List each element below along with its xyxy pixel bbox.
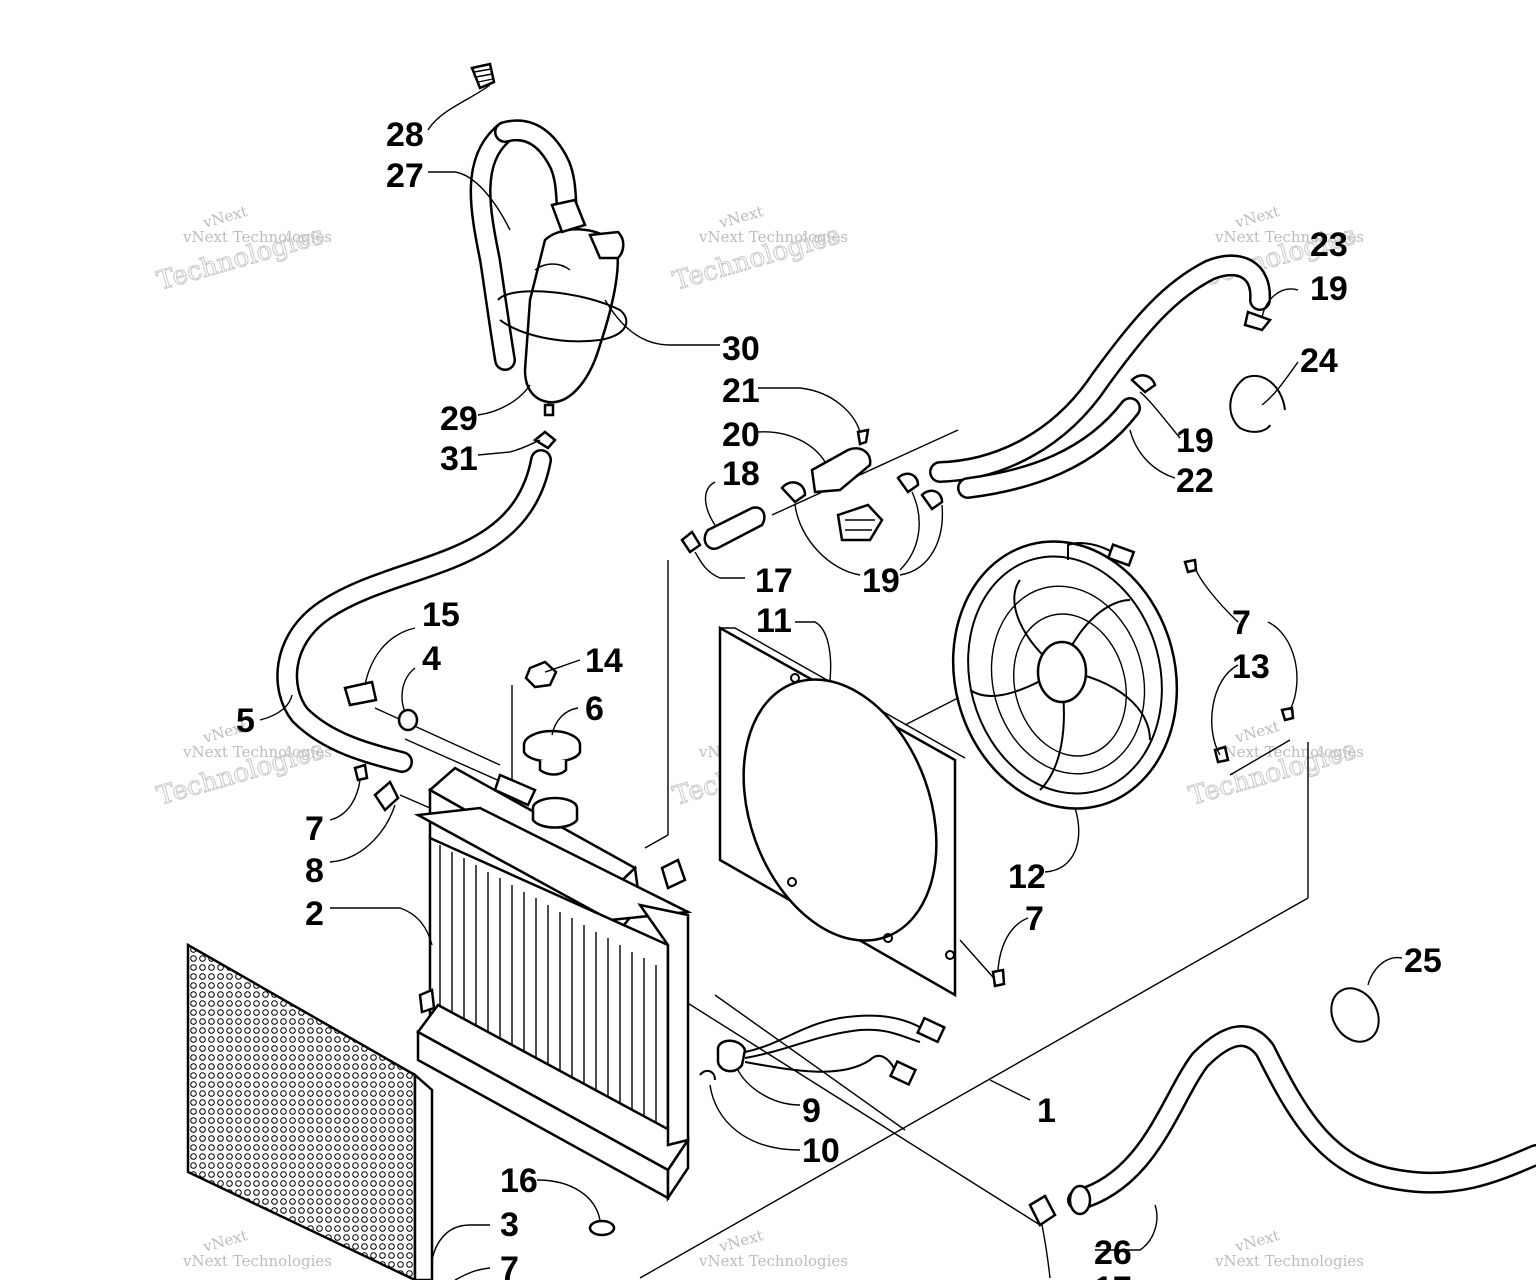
watermark: vNext vNext Technologies Technologies xyxy=(669,202,848,297)
label-7-fan: 7 xyxy=(1232,604,1251,642)
thermostat-icon xyxy=(836,503,884,542)
label-6: 6 xyxy=(585,690,604,728)
radiator-screen xyxy=(186,942,434,1280)
coolant-reservoir-assembly xyxy=(276,62,628,773)
hose-clamp-icon xyxy=(1243,310,1273,332)
label-21: 21 xyxy=(722,372,760,410)
label-19-middle: 19 xyxy=(1176,422,1214,460)
hose-clamp-icon xyxy=(1130,374,1157,394)
hose-clamp-icon xyxy=(920,489,944,511)
callout-leaders xyxy=(259,84,1403,1280)
reservoir-cap-icon xyxy=(470,62,496,90)
label-20: 20 xyxy=(722,416,760,454)
bolt-icon xyxy=(353,763,369,782)
fan-shroud xyxy=(718,625,966,998)
label-18: 18 xyxy=(722,455,760,493)
label-29: 29 xyxy=(440,400,478,438)
watermark-line2: vNext Technologies xyxy=(182,743,332,761)
bolt-icon xyxy=(1280,706,1295,722)
bolt-icon xyxy=(343,680,378,707)
label-16: 16 xyxy=(500,1162,538,1200)
hose-clamp-icon xyxy=(532,430,557,450)
watermark-line2: vNext Technologies xyxy=(182,1252,332,1270)
label-19-lower: 19 xyxy=(862,562,900,600)
watermark-line2: vNext Technologies xyxy=(1214,228,1364,246)
lower-hose xyxy=(1028,987,1536,1227)
watermark-line2: vNext Technologies xyxy=(182,228,332,246)
label-4: 4 xyxy=(422,640,441,678)
label-5: 5 xyxy=(236,702,255,740)
label-15: 15 xyxy=(422,596,460,634)
hose-clamp-icon xyxy=(680,530,702,554)
temperature-sensor xyxy=(699,1014,947,1087)
drain-plug-icon xyxy=(588,1219,616,1237)
bolt-icon xyxy=(856,428,870,446)
label-17-lower: 17 xyxy=(1094,1270,1132,1280)
upper-hoses xyxy=(929,254,1286,499)
label-19-upper: 19 xyxy=(1310,270,1348,308)
label-22: 22 xyxy=(1176,462,1214,500)
bracket-icon xyxy=(373,780,400,812)
label-3: 3 xyxy=(500,1206,519,1244)
label-30: 30 xyxy=(722,330,760,368)
bolt-icon xyxy=(1183,558,1198,574)
radiator-core-icon xyxy=(439,845,657,1156)
reservoir-tank-icon xyxy=(523,198,625,417)
radiator-cap-icon xyxy=(522,729,582,776)
label-27: 27 xyxy=(386,157,424,195)
watermark-line2: vNext Technologies xyxy=(1214,1252,1364,1270)
label-7-bracket: 7 xyxy=(305,810,324,848)
part-labels: 28 27 30 29 31 23 19 24 21 20 19 22 18 1… xyxy=(236,116,1442,1280)
label-11: 11 xyxy=(756,602,792,640)
label-26: 26 xyxy=(1094,1234,1132,1272)
watermark-line2: vNext Technologies xyxy=(698,228,848,246)
hose-clamp-icon xyxy=(780,481,807,504)
hose-clamp-icon xyxy=(1028,1194,1057,1227)
nut-icon xyxy=(524,660,558,689)
label-9: 9 xyxy=(802,1092,821,1130)
thermostat-assembly xyxy=(680,428,959,554)
connector-icon xyxy=(915,1016,947,1044)
radiator xyxy=(343,660,693,1237)
label-31: 31 xyxy=(440,440,478,478)
band-clamp-icon xyxy=(1229,377,1271,433)
label-7-shroud: 7 xyxy=(1025,900,1044,938)
label-24: 24 xyxy=(1300,342,1338,380)
label-28: 28 xyxy=(386,116,424,154)
fan-connector-icon xyxy=(1106,543,1136,567)
label-2: 2 xyxy=(305,895,324,933)
watermark: vNext vNext Technologies xyxy=(182,1226,332,1270)
o-ring-icon xyxy=(699,1069,716,1081)
label-10: 10 xyxy=(802,1132,840,1170)
label-23: 23 xyxy=(1310,226,1348,264)
watermark-line2: vNext Technologies xyxy=(698,1252,848,1270)
watermark-line2: vNext Technologies xyxy=(1214,743,1364,761)
label-8: 8 xyxy=(305,852,324,890)
label-17-upper: 17 xyxy=(755,562,793,600)
connector-icon xyxy=(888,1059,918,1087)
label-25: 25 xyxy=(1404,942,1442,980)
reservoir-strap-icon xyxy=(497,290,628,343)
label-12: 12 xyxy=(1008,858,1046,896)
watermark: vNext vNext Technologies xyxy=(1214,1226,1364,1270)
thermostat-housing-icon xyxy=(810,447,872,494)
cooling-fan xyxy=(951,540,1295,988)
hose-clamp-icon xyxy=(896,472,920,494)
sensor-icon xyxy=(716,1039,747,1073)
band-clamp-icon xyxy=(1330,987,1380,1043)
watermark: vNext vNext Technologies Technologies xyxy=(153,202,332,297)
label-7-screen: 7 xyxy=(500,1250,519,1280)
label-14: 14 xyxy=(585,642,623,680)
bolt-icon xyxy=(991,968,1006,988)
watermark: vNext vNext Technologies xyxy=(698,1226,848,1270)
label-1: 1 xyxy=(1037,1092,1056,1130)
label-13: 13 xyxy=(1232,648,1270,686)
washer-icon xyxy=(397,708,419,732)
hose-segment-icon xyxy=(703,506,766,551)
